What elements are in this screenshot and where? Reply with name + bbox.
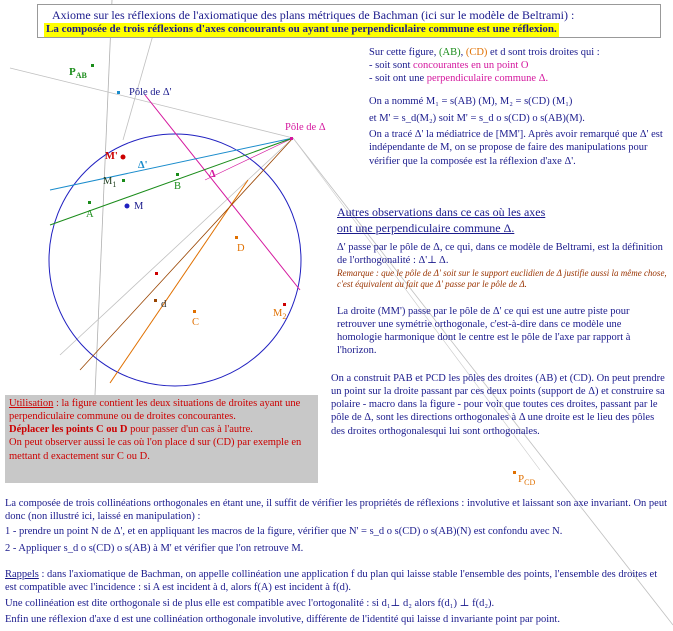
bottom-p5: Une collinéation est dite orthogonale si… [5, 597, 495, 609]
point-pcd[interactable] [513, 471, 516, 474]
point-pab[interactable] [91, 64, 94, 67]
figure-intro: Sur cette figure, (AB), (CD) et d sont t… [369, 47, 600, 85]
construction-line-6 [59, 137, 294, 356]
point-pole-delta-prime[interactable] [117, 91, 120, 94]
other-obs-p2: La droite (MM') passe par le pôle de Δ' … [337, 306, 631, 357]
label-pole-delta: Pôle de Δ [285, 122, 326, 133]
label-d-point: D [237, 243, 245, 254]
label-m2: M2 [273, 308, 287, 322]
label-pab: PAB [69, 66, 87, 81]
other-obs-p1: Δ' passe par le pôle de Δ, ce qui, dans … [337, 242, 663, 267]
construction-line-3 [119, 94, 294, 139]
naming-text: On a nommé M₁ = s(AB) (M), M₂ = s(CD) (M… [369, 95, 669, 168]
other-obs-remark: Remarque : que le pôle de Δ' soit sur le… [337, 268, 667, 290]
line-cd [109, 179, 249, 384]
construction-line-5 [122, 27, 156, 141]
label-b: B [174, 181, 182, 192]
line-ab [49, 137, 294, 226]
label-c: C [192, 317, 200, 328]
label-delta: Δ [209, 169, 216, 180]
delta-line [144, 94, 301, 291]
bottom-text: La composée de trois collinéations ortho… [5, 498, 667, 625]
construction-line-7 [292, 137, 541, 471]
point-b[interactable] [176, 173, 179, 176]
point-pole-delta[interactable] [290, 137, 293, 140]
construction-line-4 [9, 67, 121, 96]
label-m1: M1 [103, 176, 117, 190]
label-a: A [86, 209, 94, 220]
horizon-circle [48, 133, 302, 387]
usage-box: Utilisation : la figure contient les deu… [5, 395, 318, 483]
header-box: Axiome sur les réflexions de l'axiomatiq… [37, 4, 661, 38]
label-delta-prime: Δ' [138, 160, 148, 171]
label-m-prime: M' [105, 151, 118, 162]
point-m[interactable] [124, 203, 130, 209]
other-obs-p3: On a construit PAB et PCD les pôles des … [331, 373, 665, 437]
usage-instruction: Déplacer les points C ou D [9, 424, 128, 436]
point-center [155, 272, 158, 275]
line-d [79, 137, 294, 371]
bottom-p6: Enfin une réflexion d'axe d est une coll… [5, 613, 560, 625]
point-d[interactable] [235, 236, 238, 239]
point-d-line[interactable] [154, 299, 157, 302]
rappels-label: Rappels [5, 568, 39, 580]
usage-label: Utilisation [9, 398, 54, 409]
naming-p1: On a nommé M₁ = s(AB) (M), M₂ = s(CD) (M… [369, 96, 573, 107]
other-obs-title: Autres observations dans ce cas où les a… [337, 205, 546, 235]
page-title: Axiome sur les réflexions de l'axiomatiq… [52, 8, 575, 22]
bottom-p1: La composée de trois collinéations ortho… [5, 498, 667, 523]
naming-p2: et M' = s_d(M₂) soit M' = s_d o s(CD) o … [369, 113, 585, 125]
delta-prime-line [49, 137, 294, 191]
point-a[interactable] [88, 201, 91, 204]
label-d-line: d [161, 298, 167, 310]
construction-line-1 [94, 0, 113, 396]
label-pcd: PCD [518, 473, 536, 488]
naming-p3: On a tracé Δ' la médiatrice de [MM']. Ap… [369, 129, 663, 167]
bottom-p2: 1 - prendre un point N de Δ', et en appl… [5, 526, 563, 538]
construction-line-2 [292, 137, 673, 626]
delta-pole-link [204, 137, 294, 181]
page-subtitle: La composée de trois réflexions d'axes c… [44, 23, 559, 37]
label-m: M [134, 201, 144, 212]
label-pole-delta-prime: Pôle de Δ' [129, 87, 172, 98]
point-c[interactable] [193, 310, 196, 313]
bottom-p3: 2 - Appliquer s_d o s(CD) o s(AB) à M' e… [5, 543, 304, 555]
point-m1[interactable] [122, 179, 125, 182]
point-m2[interactable] [283, 303, 286, 306]
point-m-prime[interactable] [120, 154, 126, 160]
